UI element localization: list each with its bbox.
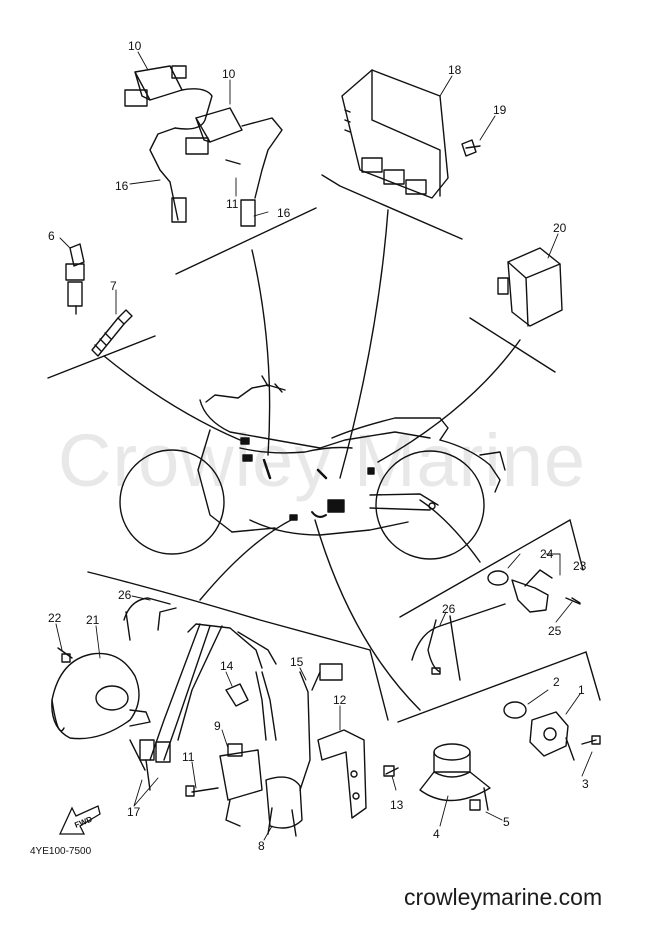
temp-sensor-6 <box>65 243 85 315</box>
frame-sensors <box>47 335 156 379</box>
callout-23: 23 <box>573 559 587 573</box>
callout-26-right: 26 <box>442 602 456 616</box>
callout-20: 20 <box>553 221 567 235</box>
leader-sensors <box>103 355 241 441</box>
leader-relay <box>377 339 521 463</box>
frame-solenoid-right <box>585 651 601 701</box>
callout-6: 6 <box>48 229 55 243</box>
bolt-3 <box>581 735 601 745</box>
callout-4: 4 <box>433 827 440 841</box>
bolt-11-lower <box>185 785 219 797</box>
motorcycle-outline <box>119 375 506 560</box>
coil-9 <box>219 743 263 827</box>
frame-ecu <box>321 174 463 240</box>
leader-lower-left <box>199 517 296 601</box>
leader-ecu <box>339 209 389 479</box>
callout-16-left: 16 <box>115 179 129 193</box>
solenoid-4 <box>419 743 491 811</box>
fwd-arrow-icon: FWD <box>58 805 101 835</box>
callout-9: 9 <box>214 719 221 733</box>
callout-11-upper: 11 <box>226 197 239 211</box>
callout-13: 13 <box>390 798 404 812</box>
wire-15 <box>299 663 343 791</box>
callout-19: 19 <box>493 103 507 117</box>
callout-18: 18 <box>448 63 462 77</box>
frame-relay <box>469 317 556 373</box>
callout-14: 14 <box>220 659 234 673</box>
leader-coils <box>251 249 271 456</box>
callout-2: 2 <box>553 675 560 689</box>
callout-17: 17 <box>127 805 141 819</box>
callout-8: 8 <box>258 839 265 853</box>
coil-8 <box>265 776 303 837</box>
callout-10-upper: 10 <box>128 39 142 53</box>
part-code: 4YE100-7500 <box>30 846 92 857</box>
cover-1 <box>529 711 575 761</box>
frame-speed-sensor <box>399 519 571 618</box>
callout-10-lower: 10 <box>222 67 236 81</box>
clip-14 <box>225 671 277 741</box>
callout-leaders <box>55 51 593 841</box>
callout-25: 25 <box>548 624 562 638</box>
wire-harness <box>123 597 277 791</box>
bolt-25 <box>565 597 581 605</box>
callout-1: 1 <box>578 683 585 697</box>
callout-5: 5 <box>503 815 510 829</box>
bracket-12 <box>317 729 367 819</box>
ignition-coil-upper <box>124 65 213 223</box>
frame-lower-left <box>87 571 371 651</box>
ignition-coil-lower <box>185 107 283 227</box>
leader-solenoid <box>314 519 421 711</box>
bolt-13 <box>383 765 399 777</box>
ecu-unit <box>341 69 449 199</box>
callout-7: 7 <box>110 279 117 293</box>
frame-ignition-coils <box>175 207 317 275</box>
frame-solenoid <box>397 651 587 723</box>
speed-sensor <box>411 569 581 681</box>
callout-12: 12 <box>333 693 347 707</box>
callout-16-right: 16 <box>277 206 291 220</box>
callout-21: 21 <box>86 613 100 627</box>
bolt-19 <box>461 139 481 157</box>
footer-url[interactable]: crowleymarine.com <box>404 884 603 910</box>
callout-11-lower: 11 <box>182 750 195 764</box>
bolt-22 <box>57 647 73 663</box>
gasket-2 <box>503 701 527 719</box>
callout-15: 15 <box>290 655 304 669</box>
callout-24: 24 <box>540 547 554 561</box>
frame-speed-sensor-right <box>569 519 584 571</box>
relay-unit <box>497 247 563 327</box>
leader-speed <box>419 499 481 563</box>
frame-lower-left-side <box>369 649 389 721</box>
callout-26-left: 26 <box>118 588 132 602</box>
callout-3: 3 <box>582 777 589 791</box>
horn-21 <box>51 652 151 740</box>
callout-22: 22 <box>48 611 62 625</box>
sensor-7 <box>91 309 133 357</box>
